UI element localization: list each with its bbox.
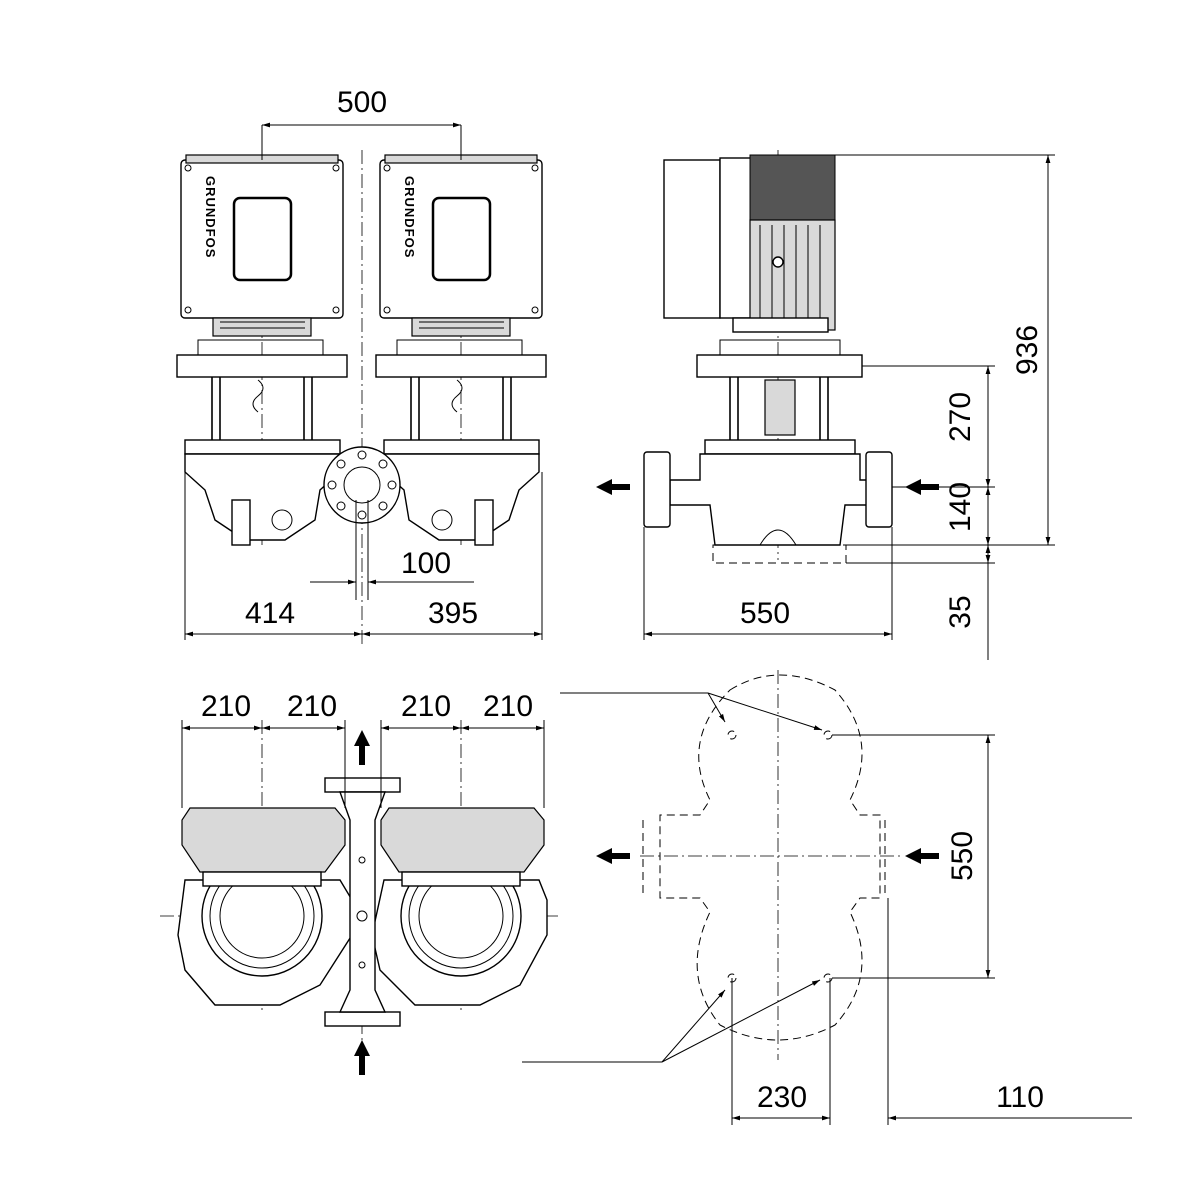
dim-label-550-side: 550	[740, 597, 790, 630]
dim-label-500: 500	[337, 86, 387, 119]
dim-label-35: 35	[944, 595, 977, 628]
right-motor: GRUNDFOS	[379, 154, 543, 337]
foot-inlet-arrow	[905, 848, 939, 864]
dim-label-210-b: 210	[287, 690, 337, 723]
side-housing	[643, 451, 893, 564]
dim-label-270: 270	[944, 392, 977, 442]
dim-label-414: 414	[245, 597, 295, 630]
dim-550-foot: 550	[832, 734, 995, 979]
side-outlet-arrow	[596, 479, 630, 495]
dim-label-110: 110	[996, 1081, 1044, 1114]
dim-label-550-foot: 550	[946, 831, 979, 881]
dim-500: 500	[261, 86, 462, 160]
dim-label-936: 936	[1011, 325, 1044, 375]
dim-label-210-d: 210	[483, 690, 533, 723]
foot-outlet-arrow	[596, 848, 630, 864]
top-outlet-arrow	[354, 730, 370, 765]
right-volute	[371, 807, 548, 1006]
dim-550-side: 550	[643, 527, 893, 640]
left-motor: GRUNDFOS	[180, 154, 344, 337]
side-motor	[663, 154, 836, 333]
right-lantern	[375, 339, 547, 455]
brand-label-right: GRUNDFOS	[402, 176, 417, 258]
dim-label-230: 230	[757, 1081, 807, 1114]
top-view: 210 210 210 210	[160, 690, 560, 1075]
side-lantern	[696, 339, 863, 455]
dim-230-110: 230 110	[732, 1081, 1132, 1121]
side-view: 936 270 140 35 550	[596, 150, 1055, 660]
left-volute	[177, 807, 353, 1006]
dim-100: 100	[310, 547, 474, 585]
dim-270-140-35: 270 140 35	[846, 365, 995, 660]
footprint-view: 550 230 110	[522, 670, 1132, 1125]
dim-label-210-c: 210	[401, 690, 451, 723]
front-view: GRUNDFOS GRUNDFOS	[176, 86, 547, 645]
top-inlet-arrow	[354, 1040, 370, 1075]
dim-label-210-a: 210	[201, 690, 251, 723]
dim-936: 936	[835, 154, 1055, 546]
dim-label-395: 395	[428, 597, 478, 630]
dim-414-395: 414 395	[184, 472, 543, 640]
dim-label-100: 100	[401, 547, 451, 580]
footprint-outline	[659, 674, 881, 1041]
top-manifold	[324, 730, 401, 1075]
dim-210-row: 210 210 210 210	[181, 690, 545, 808]
dim-label-140: 140	[944, 482, 977, 532]
pump-housing-front	[184, 446, 540, 600]
brand-label-left: GRUNDFOS	[203, 176, 218, 258]
